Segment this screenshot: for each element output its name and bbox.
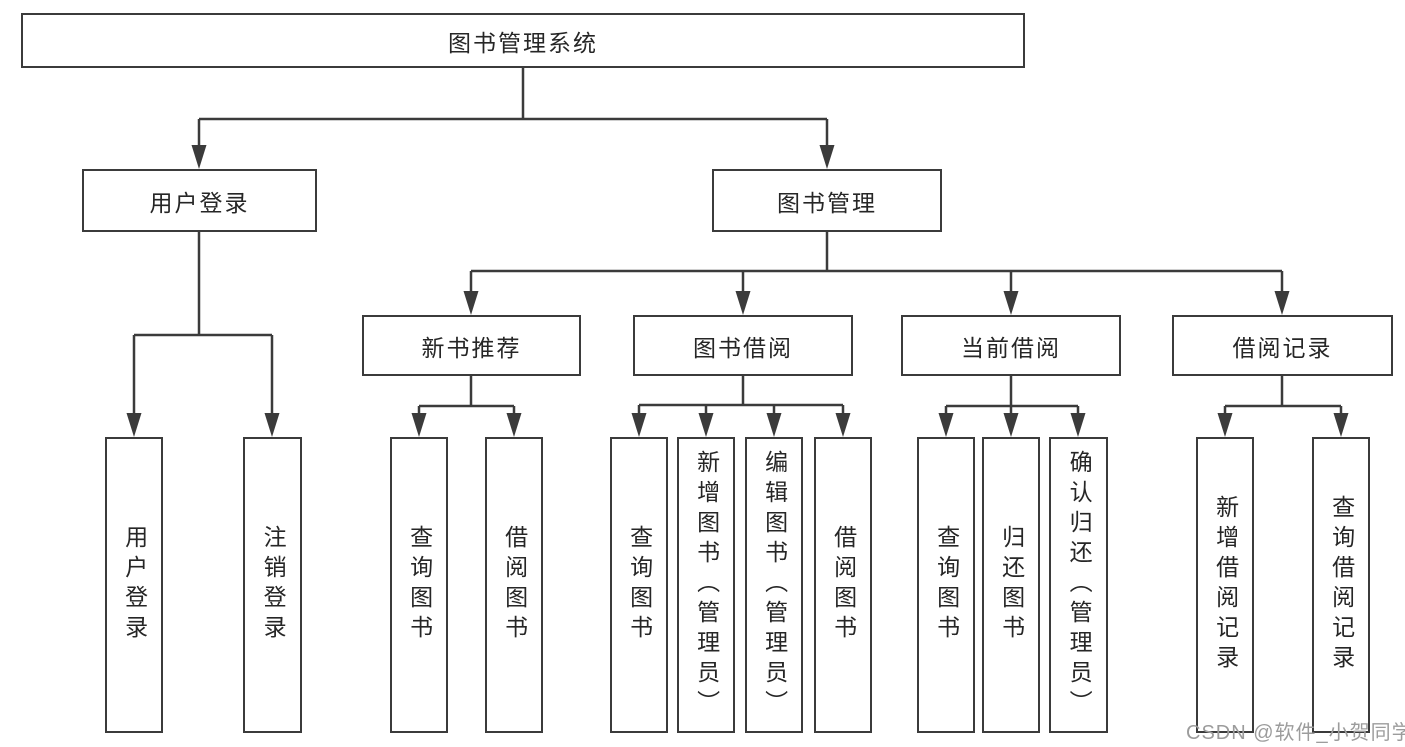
leaf-query-borrow-record: 查询借阅记录 <box>1312 437 1370 733</box>
leaf-return-books: 归还图书 <box>982 437 1040 733</box>
leaf-label: 用户登录 <box>121 525 148 645</box>
leaf-label: 查询图书 <box>933 525 960 645</box>
leaf-query-books-recommend: 查询图书 <box>390 437 448 733</box>
leaf-add-books-admin: 新增图书（管理员） <box>677 437 735 733</box>
leaf-label: 新增图书（管理员） <box>693 450 720 720</box>
leaf-query-books-borrowing: 查询图书 <box>610 437 668 733</box>
node-label: 图书管理系统 <box>448 29 598 56</box>
node-label: 图书借阅 <box>693 334 793 361</box>
leaf-confirm-return-admin: 确认归还（管理员） <box>1049 437 1108 733</box>
node-borrowing-records: 借阅记录 <box>1172 315 1393 376</box>
node-label: 借阅记录 <box>1232 334 1333 361</box>
watermark-text: CSDN @软件_小贺同学 <box>1186 722 1405 744</box>
arrowheads <box>126 145 1349 437</box>
node-current-borrowing: 当前借阅 <box>901 315 1121 376</box>
leaf-label: 借阅图书 <box>501 525 528 645</box>
node-book-management-system: 图书管理系统 <box>21 13 1025 68</box>
leaf-label: 借阅图书 <box>830 525 857 645</box>
node-label: 新书推荐 <box>421 334 522 361</box>
leaf-label: 查询借阅记录 <box>1328 495 1355 675</box>
leaf-label: 归还图书 <box>998 525 1025 645</box>
leaf-label: 查询图书 <box>406 525 433 645</box>
leaf-edit-books-admin: 编辑图书（管理员） <box>745 437 803 733</box>
leaf-borrow-books-borrowing: 借阅图书 <box>814 437 872 733</box>
node-new-book-recommend: 新书推荐 <box>362 315 581 376</box>
leaf-label: 确认归还（管理员） <box>1066 450 1093 720</box>
leaf-borrow-books-recommend: 借阅图书 <box>485 437 543 733</box>
leaf-add-borrow-record: 新增借阅记录 <box>1196 437 1254 733</box>
node-user-login: 用户登录 <box>82 169 317 232</box>
leaf-label: 注销登录 <box>260 525 287 645</box>
leaf-query-books-current: 查询图书 <box>917 437 975 733</box>
node-label: 用户登录 <box>149 189 250 216</box>
leaf-label: 新增借阅记录 <box>1212 495 1239 675</box>
node-book-management: 图书管理 <box>712 169 942 232</box>
leaf-user-login: 用户登录 <box>105 437 163 733</box>
leaf-label: 查询图书 <box>626 525 653 645</box>
node-book-borrowing: 图书借阅 <box>633 315 853 376</box>
node-label: 图书管理 <box>777 189 877 216</box>
node-label: 当前借阅 <box>961 334 1061 361</box>
leaf-label: 编辑图书（管理员） <box>761 450 788 720</box>
leaf-logout: 注销登录 <box>243 437 302 733</box>
